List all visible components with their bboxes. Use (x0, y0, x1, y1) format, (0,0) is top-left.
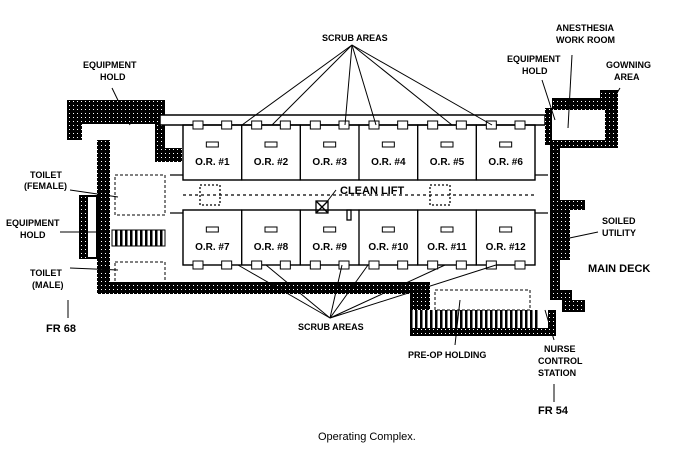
scrub-sink (397, 260, 409, 270)
operating-room-label: O.R. #3 (312, 157, 347, 168)
toilet-male-label: TOILET (30, 268, 62, 278)
operating-room (475, 209, 536, 266)
toilet-fixtures (111, 174, 166, 285)
equipment-hold-top-label-2: HOLD (100, 72, 126, 82)
scrub-sink (485, 260, 497, 270)
operating-table-symbol (205, 141, 219, 148)
nurse-station-label: NURSE (544, 344, 576, 354)
scrub-sink (221, 120, 233, 130)
scrub-sink (251, 120, 263, 130)
equipment-hold-mid-label-2: HOLD (20, 230, 46, 240)
operating-table-symbol (440, 141, 454, 148)
scrub-sink (455, 260, 467, 270)
gowning-area-label-2: AREA (614, 72, 640, 82)
equipment-hold-right-label-2: HOLD (522, 66, 548, 76)
equipment-hold-mid-label: EQUIPMENT (6, 218, 60, 228)
operating-room (299, 124, 360, 181)
operating-room-label: O.R. #11 (427, 242, 467, 253)
anesthesia-label: ANESTHESIA (556, 23, 615, 33)
scrub-sink (368, 260, 380, 270)
operating-room (241, 209, 301, 266)
scrub-sink (368, 120, 380, 130)
toilet-female-label-2: (FEMALE) (24, 181, 67, 191)
operating-room (182, 209, 243, 266)
nurse-station-label-3: STATION (538, 368, 576, 378)
nurse-station-label-2: CONTROL (538, 356, 583, 366)
scrub-sink (279, 260, 291, 270)
operating-room-label: O.R. #6 (488, 157, 523, 168)
scrub-areas-top-label: SCRUB AREAS (322, 33, 388, 43)
pre-op-area (434, 289, 531, 311)
scrub-sink (192, 260, 204, 270)
scrub-sink (221, 260, 233, 270)
leader-lines (60, 44, 621, 402)
operating-room-label: O.R. #12 (486, 242, 526, 253)
operating-room (299, 209, 360, 266)
scrub-areas-bottom-label: SCRUB AREAS (298, 322, 364, 332)
clean-lift-label: CLEAN LIFT (340, 185, 404, 197)
scrub-sink (251, 260, 263, 270)
operating-table-symbol (381, 141, 395, 148)
operating-table-symbol (499, 141, 513, 148)
toilet-male-label-2: (MALE) (32, 280, 64, 290)
operating-table-symbol (264, 141, 278, 148)
figure-caption: Operating Complex. (318, 431, 416, 443)
toilet-female-label: TOILET (30, 170, 62, 180)
operating-table-symbol (323, 226, 337, 233)
operating-table-symbol (381, 226, 395, 233)
scrub-sink (309, 260, 321, 270)
scrub-sink (397, 120, 409, 130)
operating-table-symbol (205, 226, 219, 233)
operating-room (241, 124, 301, 181)
operating-table-symbol (499, 226, 513, 233)
scrub-sink (279, 120, 291, 130)
scrub-sink (192, 120, 204, 130)
scrub-sink (514, 260, 526, 270)
operating-room-label: O.R. #9 (312, 242, 347, 253)
scrub-sink (427, 260, 439, 270)
scrub-sink (514, 120, 526, 130)
scrub-sink (455, 120, 467, 130)
operating-table-symbol (323, 141, 337, 148)
frame-68-label: FR 68 (46, 323, 76, 335)
operating-room (182, 124, 243, 181)
operating-room-label: O.R. #5 (430, 157, 465, 168)
anesthesia-label-2: WORK ROOM (556, 35, 615, 45)
frame-54-label: FR 54 (538, 405, 569, 417)
operating-room (417, 124, 477, 181)
gowning-area-label: GOWNING (606, 60, 651, 70)
operating-room-label: O.R. #7 (195, 242, 230, 253)
operating-room-label: O.R. #4 (371, 157, 406, 168)
equipment-hold-top-label: EQUIPMENT (83, 60, 137, 70)
operating-room (358, 124, 419, 181)
operating-room-label: O.R. #2 (254, 157, 289, 168)
operating-table-symbol (264, 226, 278, 233)
operating-room (417, 209, 477, 266)
or-rooms: O.R. #1 O.R. #2 O.R. #3 O.R. #4 O.R. #5 O.R. … (182, 120, 536, 270)
operating-room (358, 209, 419, 266)
operating-room (475, 124, 536, 181)
operating-room-label: O.R. #10 (368, 242, 408, 253)
soiled-utility-label: SOILED (602, 216, 636, 226)
operating-table-symbol (440, 226, 454, 233)
operating-room-label: O.R. #1 (195, 157, 230, 168)
soiled-utility-label-2: UTILITY (602, 228, 636, 238)
main-deck-label: MAIN DECK (588, 263, 650, 275)
pre-op-holding-label: PRE-OP HOLDING (408, 350, 486, 360)
scrub-sink (338, 260, 350, 270)
equipment-hold-right-label: EQUIPMENT (507, 54, 561, 64)
scrub-sink (338, 120, 350, 130)
scrub-sink (309, 120, 321, 130)
operating-room-label: O.R. #8 (254, 242, 289, 253)
scrub-sink (427, 120, 439, 130)
